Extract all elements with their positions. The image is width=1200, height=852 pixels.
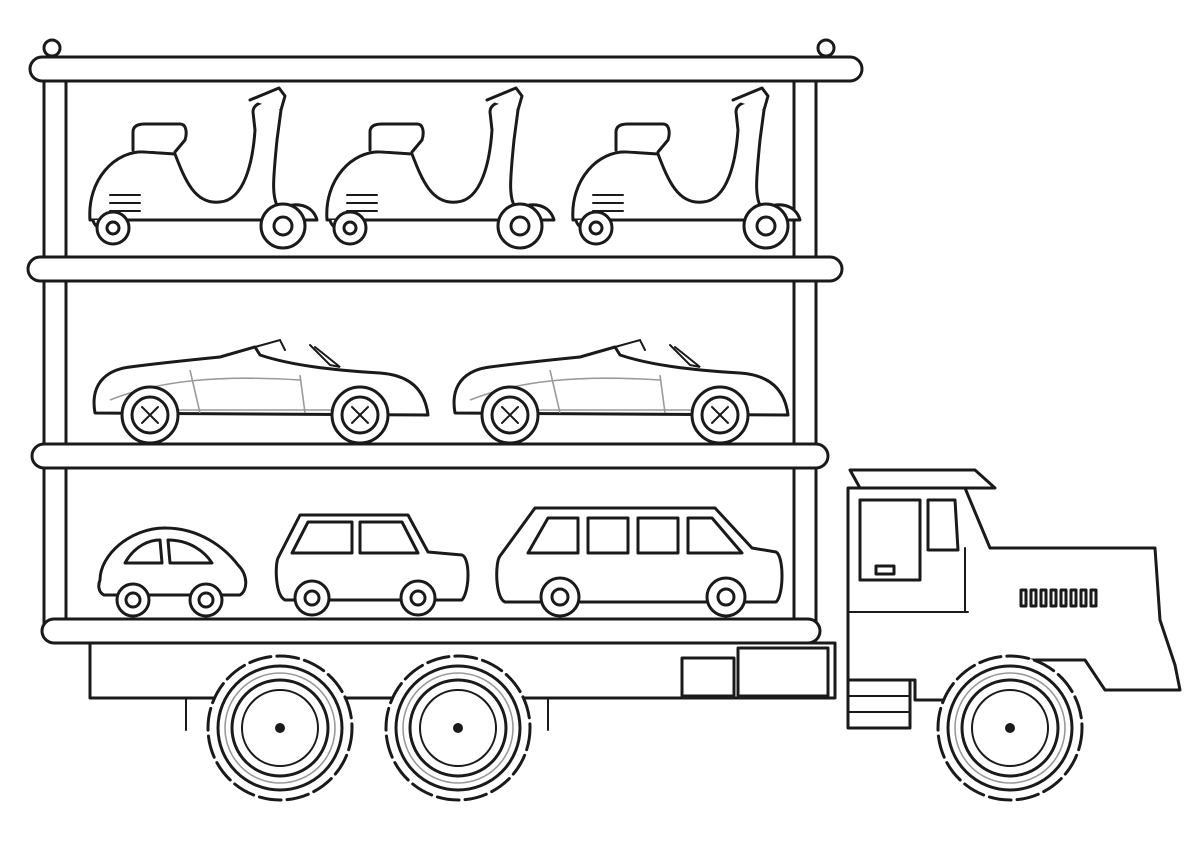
scooter <box>325 86 556 250</box>
rack-top-bar <box>28 55 864 83</box>
cab-steps <box>846 678 912 730</box>
hood-vent-slots <box>1019 588 1098 608</box>
beetle-car <box>97 526 248 618</box>
door-handle <box>874 564 896 576</box>
sedan-car <box>274 513 470 617</box>
scooter <box>88 86 319 250</box>
cab-side-window <box>926 498 960 552</box>
truck-cab <box>846 468 1182 730</box>
convertible-car <box>452 338 790 445</box>
rack-post-left <box>42 70 68 634</box>
scooter <box>571 86 802 250</box>
rack-shelf-middle <box>30 442 830 470</box>
limousine-car <box>495 506 784 618</box>
rack-post-right <box>792 70 818 634</box>
convertible-car <box>92 338 430 445</box>
rack-shelf-lower <box>40 617 822 645</box>
rack-shelf-upper <box>26 255 844 283</box>
cab-roof <box>848 468 997 490</box>
rack-frame <box>26 38 864 645</box>
truck-wheel <box>936 654 1084 802</box>
small-car-row <box>97 506 784 618</box>
convertible-row <box>92 338 790 445</box>
truck-wheel <box>206 654 354 802</box>
scooter-row <box>88 86 802 250</box>
truck-wheel <box>384 654 532 802</box>
